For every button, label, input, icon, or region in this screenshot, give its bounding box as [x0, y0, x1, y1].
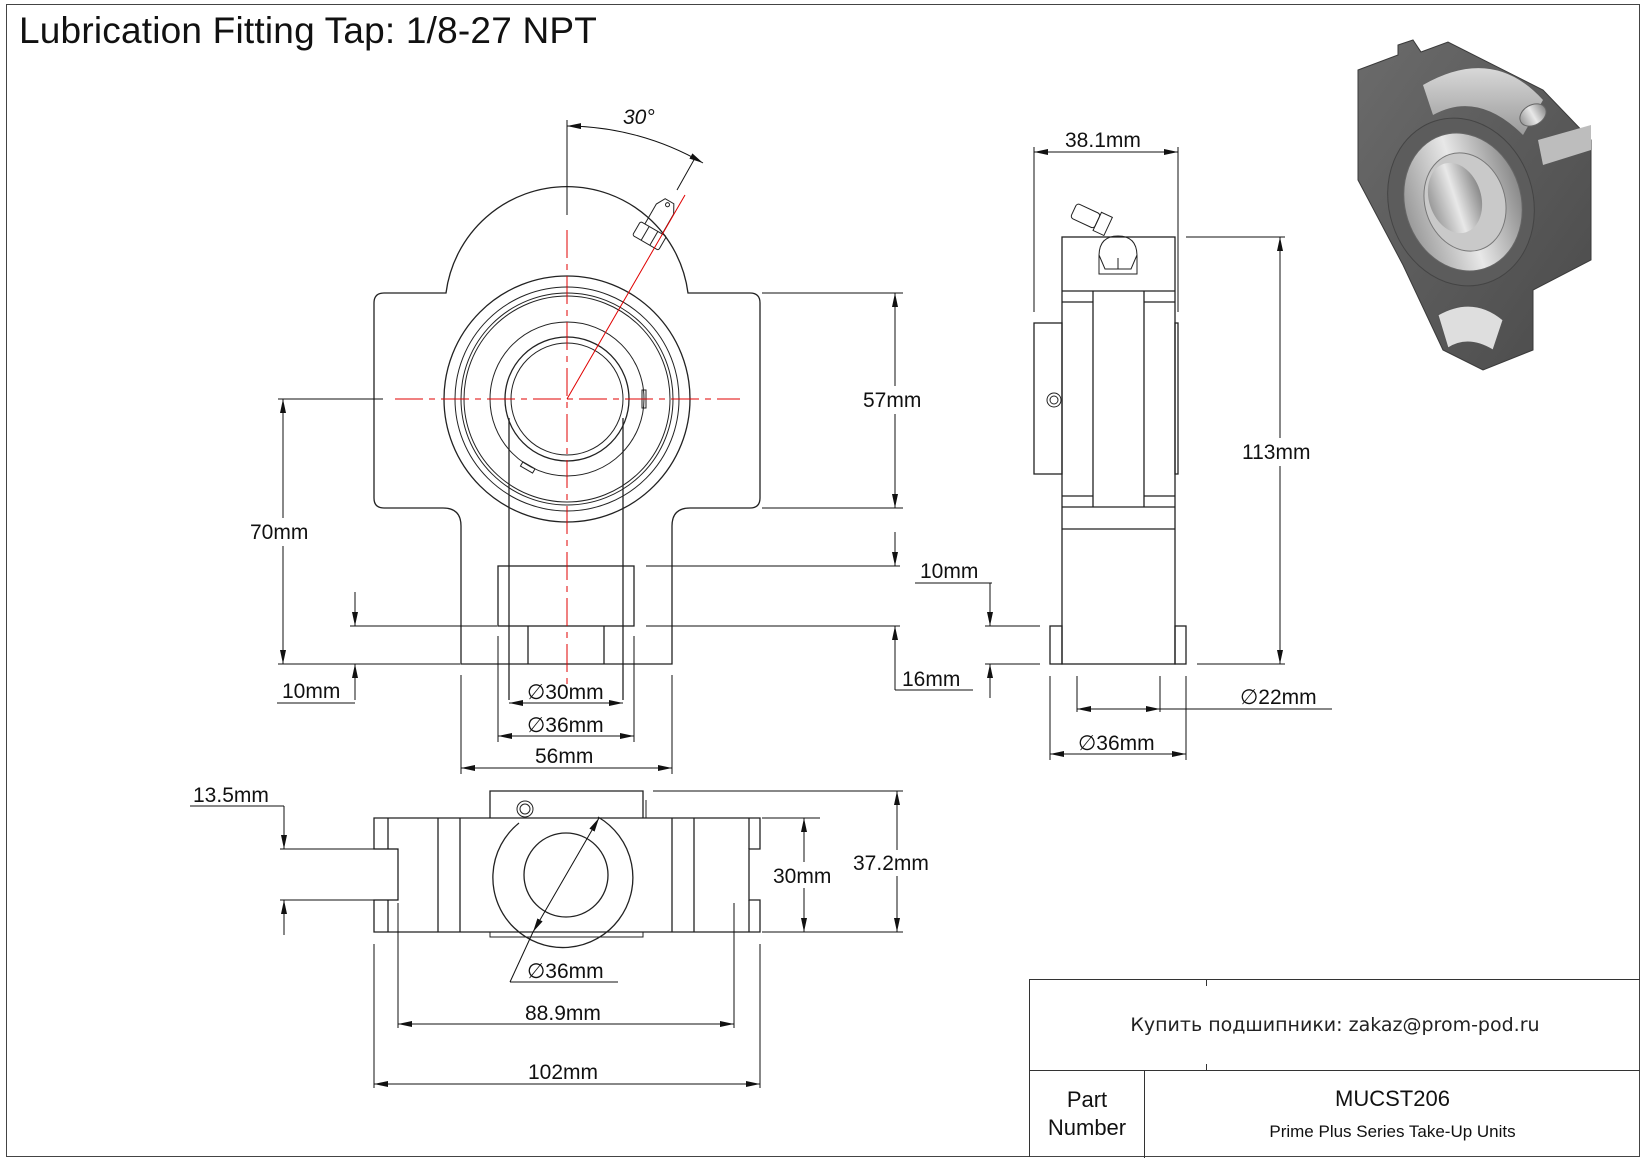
isometric-render — [1357, 39, 1592, 371]
dim-38-1mm: 38.1mm — [1065, 129, 1141, 152]
front-housing-outline — [373, 186, 761, 665]
top-flap-bottom — [489, 932, 644, 938]
dim-10mm-left: 10mm — [282, 680, 340, 703]
title-block: Купить подшипники: zakaz@prom-pod.ru Par… — [1029, 979, 1640, 1158]
elbow-grease-fitting — [1070, 203, 1138, 275]
side-foot — [1174, 625, 1187, 665]
dim-collar-36: ∅36mm — [527, 960, 604, 983]
dim-57mm: 57mm — [863, 389, 921, 412]
side-collar — [1033, 322, 1063, 475]
dim-bore-36: ∅36mm — [527, 714, 604, 737]
side-foot — [1049, 625, 1063, 665]
leader-line — [509, 931, 534, 983]
bore-shine — [1427, 162, 1483, 234]
dim-56mm: 56mm — [535, 745, 593, 768]
dim-foot-22: ∅22mm — [1240, 686, 1317, 709]
set-screw-icon — [1046, 392, 1062, 408]
top-view: ∅36mm 13.5mm 30mm 37.2mm 88.9mm 102mm — [190, 784, 929, 1088]
dim-113mm: 113mm — [1242, 441, 1310, 464]
dim-102mm: 102mm — [528, 1061, 598, 1084]
top-body-outline — [373, 817, 761, 933]
set-screw-inner — [1049, 395, 1059, 405]
boss-rect — [497, 565, 635, 627]
drawing-title: Lubrication Fitting Tap: 1/8-27 NPT — [19, 10, 598, 51]
angle-label: 30° — [623, 106, 655, 129]
fitting-centerline — [566, 194, 686, 400]
side-collar-edge — [1174, 322, 1179, 475]
side-view: 38.1mm 113mm ∅22mm ∅36mm — [1033, 129, 1332, 760]
angle-arc — [566, 123, 704, 164]
front-view: 30° 57mm 70mm 10mm 16mm 10mm ∅3 — [250, 106, 1040, 774]
dim-13-5mm: 13.5mm — [193, 784, 269, 807]
dim-bore-30: ∅30mm — [527, 681, 604, 704]
buy-text: Купить подшипники: zakaz@prom-pod.ru — [1030, 980, 1640, 1071]
set-screw-inner — [519, 803, 531, 815]
part-label-line1: Part — [1066, 1087, 1108, 1112]
dim-30mm: 30mm — [773, 865, 831, 888]
dim-10mm-right: 10mm — [920, 560, 978, 583]
part-number-label: Part Number — [1030, 1070, 1145, 1158]
part-label-line2: Number — [1047, 1115, 1127, 1140]
set-screw-icon — [516, 800, 534, 818]
part-info: MUCST206 Prime Plus Series Take-Up Units — [1145, 1070, 1640, 1158]
title-block-tick — [1206, 980, 1207, 986]
housing-top-face — [1423, 68, 1543, 135]
dim-70mm: 70mm — [250, 521, 308, 544]
series-name: Prime Plus Series Take-Up Units — [1269, 1122, 1516, 1141]
dim-line — [532, 817, 600, 933]
dim-16mm: 16mm — [902, 668, 960, 691]
grease-fitting-render — [1519, 103, 1547, 127]
dim-88-9mm: 88.9mm — [525, 1002, 601, 1025]
housing-side-face — [1538, 125, 1591, 165]
collar-arc — [492, 816, 634, 949]
drawing-frame — [6, 4, 1640, 1157]
dim-37-2mm: 37.2mm — [853, 852, 929, 875]
top-flap — [489, 790, 644, 818]
dim-foot-36: ∅36mm — [1078, 732, 1155, 755]
title-block-tick — [1206, 1064, 1207, 1070]
part-number: MUCST206 — [1335, 1086, 1450, 1111]
set-screw-marker — [519, 461, 536, 474]
side-body — [1061, 236, 1176, 665]
angle-extension — [676, 157, 696, 191]
foot-hole — [1437, 305, 1504, 351]
